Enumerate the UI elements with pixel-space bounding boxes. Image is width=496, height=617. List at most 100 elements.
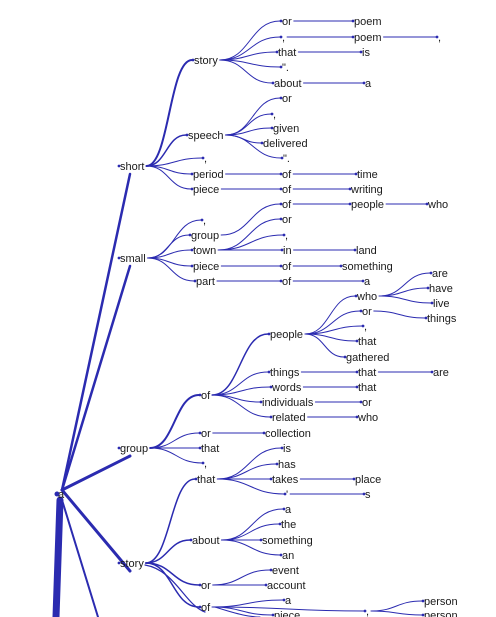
- tree-label-s1-about-a: a: [365, 78, 372, 90]
- tree-edge: [60, 454, 132, 492]
- tree-node-dot: [351, 35, 355, 39]
- tree-node-dot: [279, 19, 283, 23]
- tree-node-dot: [278, 522, 282, 526]
- tree-edge: [217, 234, 284, 251]
- tree-label-stof-a: a: [285, 595, 292, 607]
- tree-edge: [224, 97, 281, 136]
- tree-label-g-that: that: [201, 443, 219, 455]
- tree-node-dot: [354, 172, 358, 176]
- tree-node-dot: [359, 309, 363, 313]
- tree-node-dot: [117, 561, 121, 565]
- tree-edge: [145, 562, 200, 608]
- tree-label-th-that-are: are: [433, 367, 449, 379]
- tree-node-dot: [279, 172, 283, 176]
- tree-edge: [147, 257, 195, 282]
- tree-label-short-comma: ,: [204, 153, 207, 165]
- tree-edge: [224, 134, 282, 159]
- tree-label-sm-comma: ,: [203, 215, 206, 227]
- tree-label-piece1: piece: [193, 184, 219, 196]
- tree-node-dot: [190, 248, 194, 252]
- tree-node-dot: [279, 187, 283, 191]
- tree-label-stt-apos-s: s: [365, 489, 371, 501]
- tree-label-gof-individuals: individuals: [262, 397, 314, 409]
- tree-node-dot: [275, 50, 279, 54]
- tree-label-sta-a: a: [285, 504, 292, 516]
- tree-node-dot: [191, 58, 195, 62]
- tree-node-dot: [201, 156, 205, 160]
- tree-edge: [149, 447, 203, 464]
- tree-label-st-about: about: [192, 535, 220, 547]
- tree-label-smp-of-something: something: [342, 261, 393, 273]
- tree-label-period: period: [193, 169, 224, 181]
- tree-node-dot: [351, 19, 355, 23]
- tree-label-wd-that: that: [358, 382, 376, 394]
- tree-label-story1: story: [194, 55, 218, 67]
- tree-edge-offpage: [214, 606, 261, 617]
- tree-edge: [370, 600, 423, 612]
- tree-node-dot: [355, 339, 359, 343]
- tree-label-smt-comma: ,: [285, 230, 288, 242]
- tree-label-a: a: [58, 489, 65, 501]
- tree-label-stof-person2: person: [424, 610, 458, 617]
- tree-node-dot: [282, 598, 286, 602]
- tree-label-smt-in: in: [283, 245, 292, 257]
- tree-node-dot: [430, 370, 434, 374]
- tree-edge: [145, 478, 196, 564]
- tree-label-s1-or-poem: poem: [354, 16, 382, 28]
- tree-label-s1-quote: ".: [282, 62, 289, 74]
- tree-label-sp-or: or: [282, 93, 292, 105]
- tree-node-dot: [424, 316, 428, 320]
- tree-edge: [211, 599, 284, 608]
- tree-label-s1-comma-poem-comma: ,: [438, 32, 441, 44]
- tree-edges: [60, 20, 437, 616]
- tree-node-dot: [198, 393, 202, 397]
- tree-node-dot: [280, 446, 284, 450]
- tree-node-dot: [198, 583, 202, 587]
- tree-node-dot: [282, 233, 286, 237]
- tree-node-dot: [279, 96, 283, 100]
- tree-edge: [145, 59, 193, 167]
- tree-node-dot: [279, 202, 283, 206]
- tree-node-dot: [343, 355, 347, 359]
- tree-node-dot: [279, 217, 283, 221]
- tree-node-dot: [425, 202, 429, 206]
- tree-node-dot: [201, 461, 205, 465]
- tree-node-dot: [279, 35, 283, 39]
- tree-node-dot: [362, 81, 366, 85]
- tree-node-dot: [355, 415, 359, 419]
- tree-label-g-of: of: [201, 390, 211, 402]
- tree-label-sp-delivered: delivered: [263, 138, 308, 150]
- tree-node-dot: [190, 172, 194, 176]
- tree-label-sm-group: group: [191, 230, 219, 242]
- tree-labels: ashortsmallgroupstorystoryspeech,periodp…: [58, 16, 458, 617]
- tree-edge: [211, 394, 261, 403]
- tree-edge: [145, 165, 192, 190]
- tree-label-sp-given: given: [273, 123, 299, 135]
- tree-label-smg-of: of: [282, 199, 292, 211]
- tree-node-dot: [275, 462, 279, 466]
- tree-label-sta-something: something: [262, 535, 313, 547]
- tree-label-g-or-collection: collection: [265, 428, 311, 440]
- tree-node-dot: [269, 415, 273, 419]
- tree-label-g-or: or: [201, 428, 211, 440]
- tree-edge: [219, 59, 273, 84]
- tree-node-dot: [188, 233, 192, 237]
- tree-label-smp-of: of: [282, 261, 292, 273]
- tree-label-ind-or: or: [362, 397, 372, 409]
- tree-label-sp-quote: ".: [283, 153, 290, 165]
- tree-edge: [219, 20, 281, 61]
- tree-node-dot: [193, 279, 197, 283]
- tree-label-sta-an: an: [282, 550, 294, 562]
- tree-label-or-things: things: [427, 313, 457, 325]
- tree-node-dot: [269, 477, 273, 481]
- tree-label-gof-words: words: [271, 382, 302, 394]
- tree-label-who-have: have: [429, 283, 453, 295]
- tree-label-story2: story: [120, 558, 144, 570]
- tree-label-sp-comma: ,: [273, 109, 276, 121]
- tree-node-dot: [200, 218, 204, 222]
- tree-label-sta-the: the: [281, 519, 296, 531]
- tree-label-sto-event: event: [272, 565, 299, 577]
- tree-node-dot: [260, 141, 264, 145]
- tree-label-stof-person1: person: [424, 596, 458, 608]
- tree-label-piece1-of-writing: writing: [350, 184, 383, 196]
